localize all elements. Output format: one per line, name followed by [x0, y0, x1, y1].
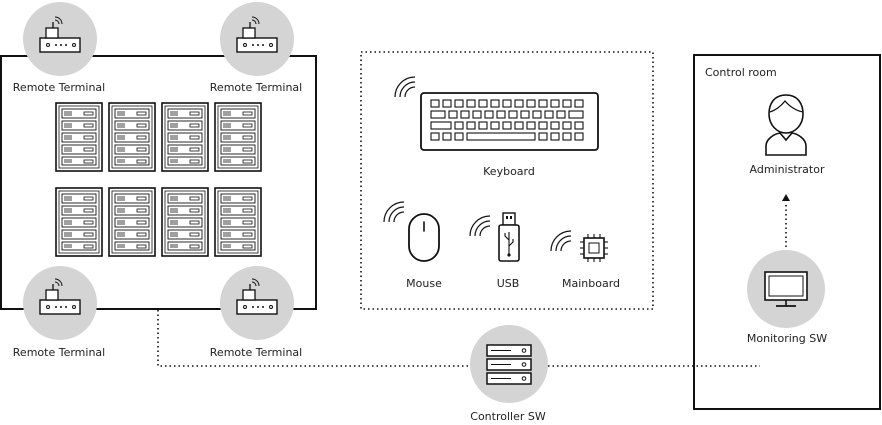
mainboard-label: Mainboard [561, 277, 621, 290]
administrator-label: Administrator [749, 163, 825, 176]
mouse-label: Mouse [406, 277, 442, 290]
devices-box [360, 51, 654, 310]
keyboard-icon [394, 76, 599, 151]
remote-terminal-top-right[interactable] [220, 2, 294, 76]
monitor-icon [764, 271, 808, 307]
usb-icon [469, 212, 520, 262]
controller-sw-node[interactable] [470, 325, 548, 403]
remote-terminal-bottom-left[interactable] [23, 266, 97, 340]
control-room-title: Control room [705, 66, 777, 79]
server-rack-icon [108, 102, 156, 172]
remote-terminal-label: Remote Terminal [12, 81, 106, 94]
server-rack-icon [161, 102, 209, 172]
server-to-controller-line [157, 310, 470, 367]
remote-terminal-label: Remote Terminal [12, 346, 106, 359]
keyboard-label: Keyboard [483, 165, 535, 178]
user-icon [765, 94, 807, 156]
monitoring-sw-node[interactable] [747, 250, 825, 328]
monitoring-sw-label: Monitoring SW [746, 332, 828, 345]
usb-label: USB [496, 277, 520, 290]
monitoring-to-admin-arrow [782, 194, 790, 247]
controller-sw-label: Controller SW [470, 410, 546, 423]
server-rack-icon [55, 187, 103, 257]
server-rack-icon [214, 187, 262, 257]
server-rack-icon [108, 187, 156, 257]
remote-terminal-top-left[interactable] [23, 2, 97, 76]
remote-terminal-label: Remote Terminal [209, 81, 303, 94]
server-rack-icon [161, 187, 209, 257]
remote-terminal-bottom-right[interactable] [220, 266, 294, 340]
server-rack-icon [55, 102, 103, 172]
mouse-icon [383, 201, 440, 262]
server-rack-icon [214, 102, 262, 172]
remote-terminal-label: Remote Terminal [209, 346, 303, 359]
chip-icon [550, 230, 608, 262]
server-stack-icon [486, 344, 532, 385]
